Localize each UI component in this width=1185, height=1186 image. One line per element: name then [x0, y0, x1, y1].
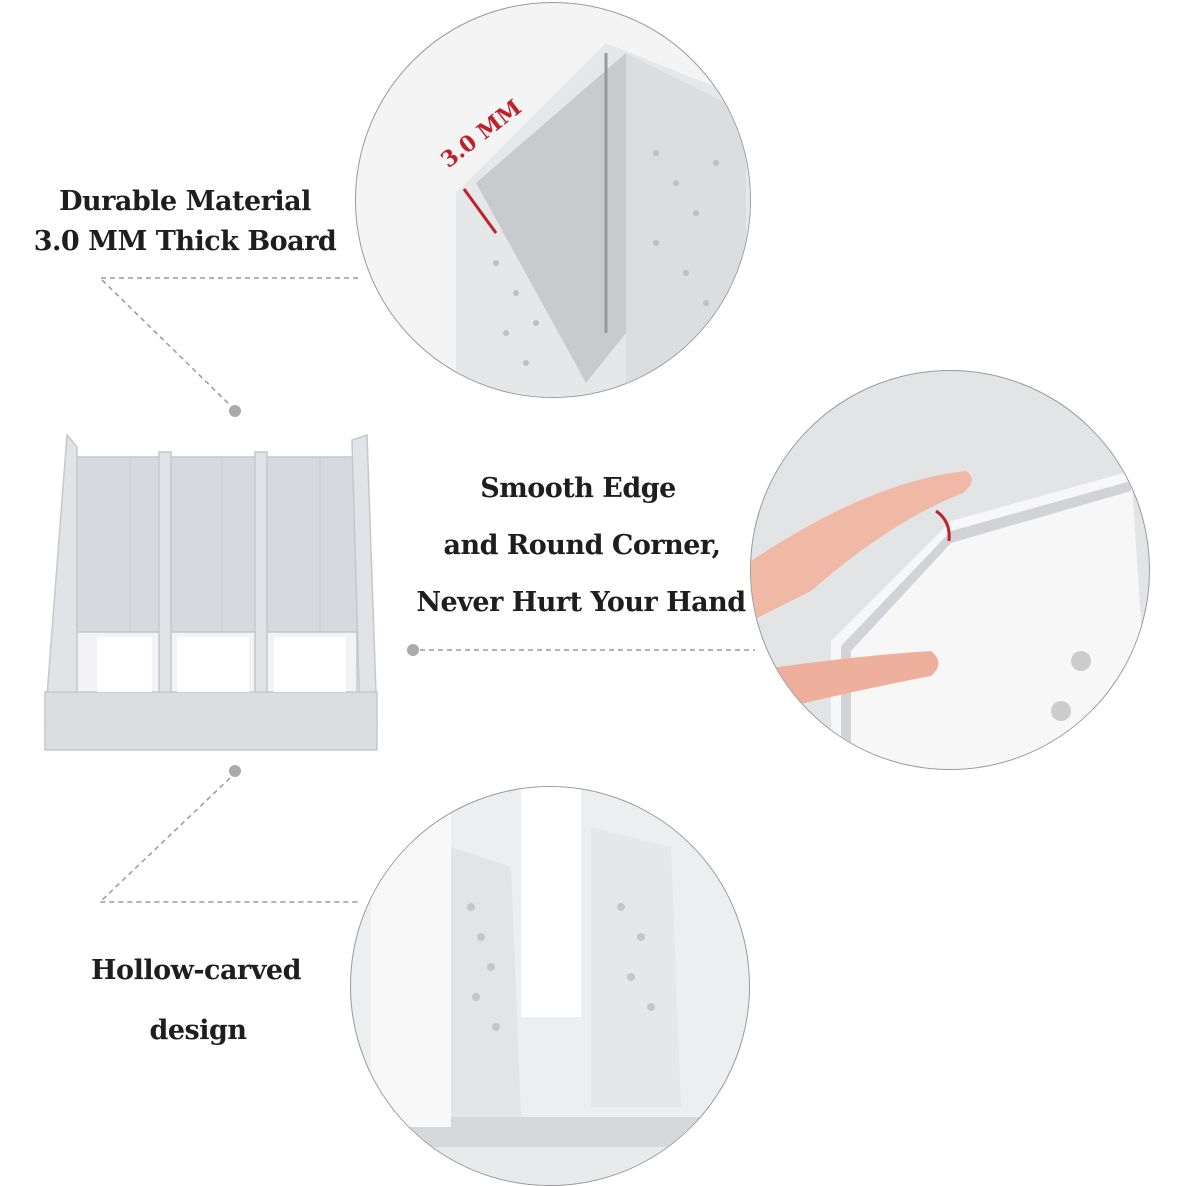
- feature-3-line-2: design: [149, 1015, 247, 1046]
- feature-2-line-1: Smooth Edge: [480, 473, 676, 504]
- feature-2-line-3: Never Hurt Your Hand: [416, 587, 746, 618]
- feature-1-line-1: Durable Material: [59, 186, 311, 217]
- file-organizer-product: [44, 433, 378, 751]
- board-thickness-photo: 3.0 MM: [355, 2, 751, 398]
- connector-line-1: [98, 277, 358, 406]
- connector-dot-3: [229, 765, 241, 777]
- connector-line-3: [98, 777, 358, 903]
- hollow-carved-photo: [350, 786, 750, 1186]
- feature-3-line-1: Hollow-carved: [91, 955, 301, 986]
- connector-dot-1: [229, 405, 241, 417]
- feature-1-line-2: 3.0 MM Thick Board: [33, 226, 337, 257]
- connector-dot-2: [407, 644, 419, 656]
- smooth-edge-photo: [750, 370, 1150, 770]
- feature-2-line-2: and Round Corner,: [443, 530, 721, 561]
